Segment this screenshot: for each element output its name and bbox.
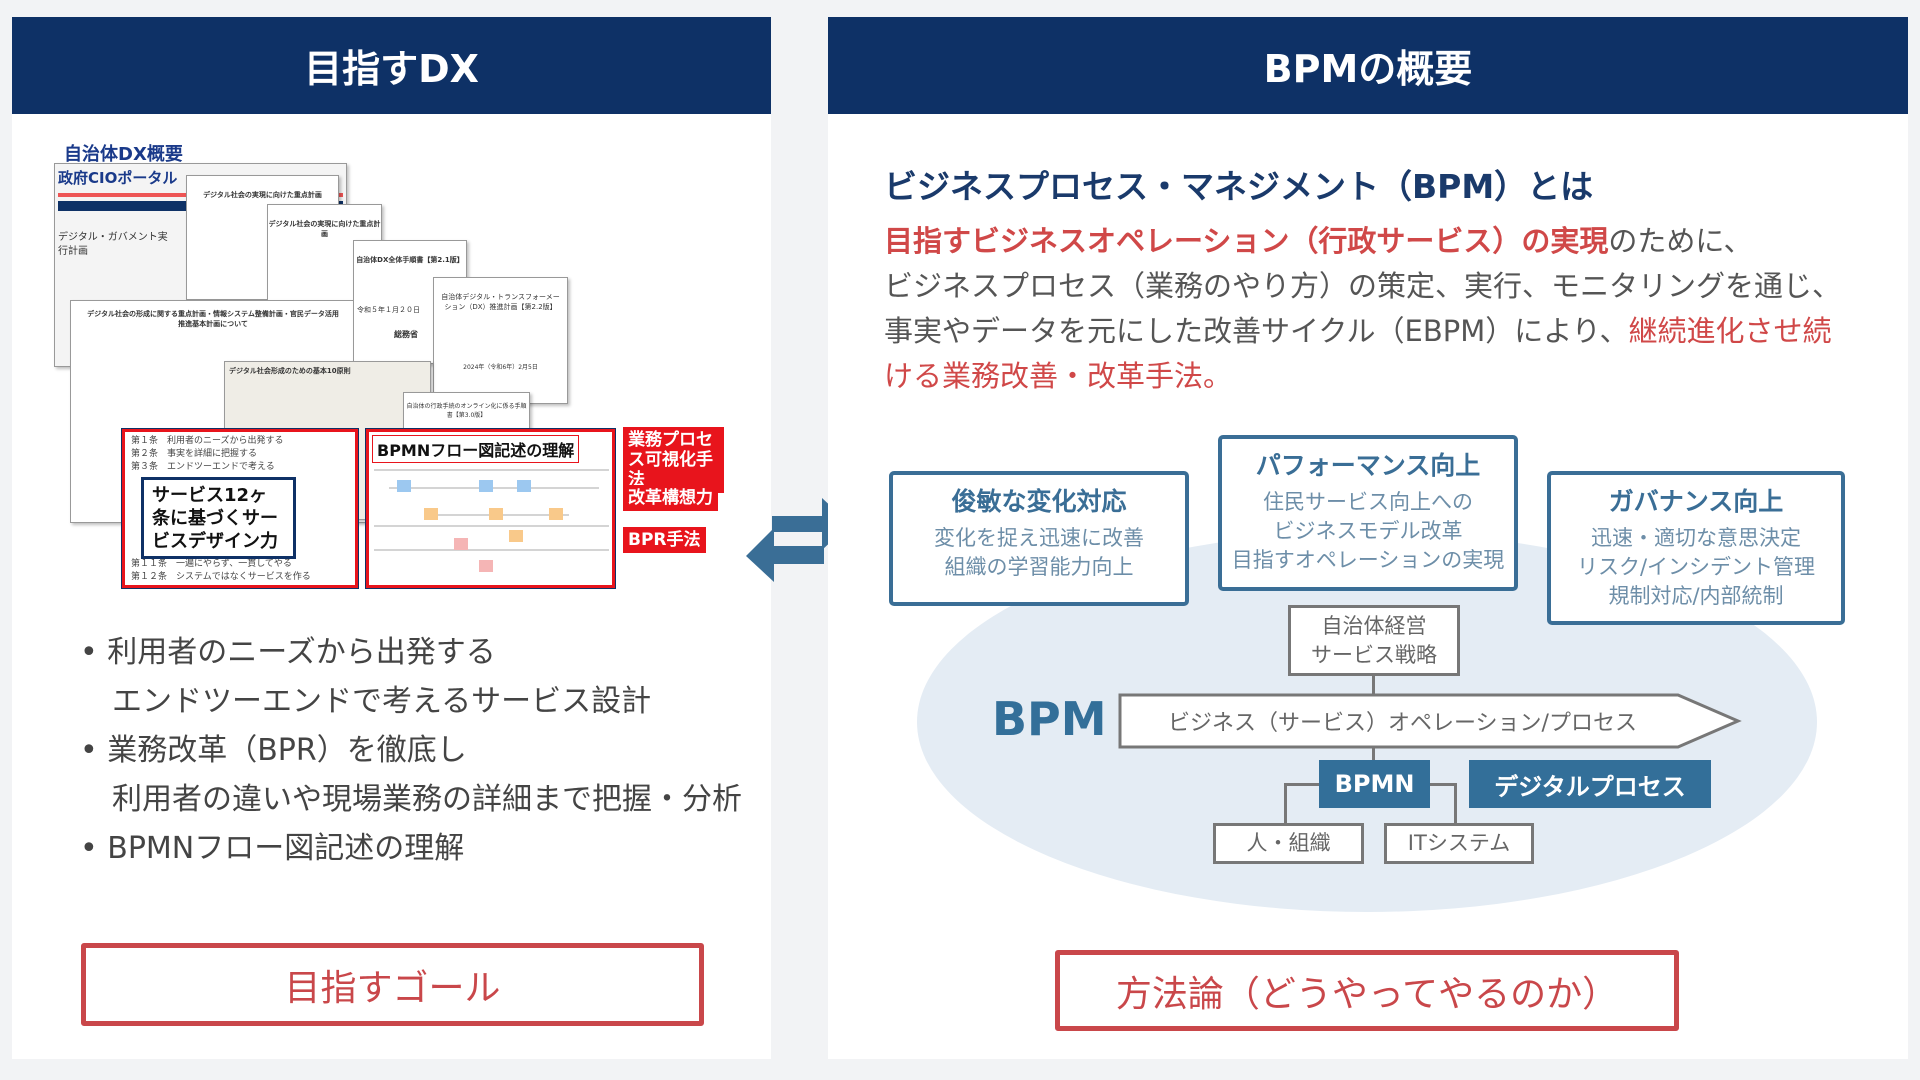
text: 事実やデータを元にした改善サイクル（EBPM）により、 — [884, 314, 1629, 348]
card-title: パフォーマンス向上 — [1255, 451, 1481, 480]
digital-process-box: デジタルプロセス — [1469, 760, 1711, 808]
collage-title: 自治体DX概要 — [64, 144, 183, 165]
connector — [1284, 783, 1324, 786]
methodology-button[interactable]: 方法論（どうやってやるのか） — [1055, 950, 1679, 1031]
label-reform-vision: 改革構想力 — [623, 485, 718, 511]
doc-title: デジタル社会の形成に関する重点計画・情報システム整備計画・官民データ活用推進基本… — [87, 310, 339, 328]
portal-page: デジタル・ガバメント実行計画 — [58, 232, 168, 257]
doc-title: 自治体の行政手続のオンライン化に係る手順書【第3.0版】 — [406, 403, 527, 419]
doc-dx-plan: 自治体デジタル・トランスフォーメーション（DX）推進計画【第2.2版】 2024年… — [433, 277, 568, 404]
bpm-desc-line: 事実やデータを元にした改善サイクル（EBPM）により、継続進化させ続 — [884, 308, 1832, 350]
bullet-item: 利用者の違いや現場業務の詳細まで把握・分析 — [112, 782, 742, 817]
card-governance: ガバナンス向上 迅速・適切な意思決定 リスク/インシデント管理 規制対応/内部統… — [1547, 471, 1845, 625]
card-line: 目指すオペレーションの実現 — [1231, 548, 1505, 572]
strategy-box: 自治体経営サービス戦略 — [1288, 605, 1460, 676]
bpm-desc-line: ビジネスプロセス（業務のやり方）の策定、実行、モニタリングを通じ、 — [884, 269, 1842, 303]
bpm-desc-line: ける業務改善・改革手法。 — [884, 359, 1233, 393]
bullet-item: • 利用者のニーズから出発する — [80, 635, 496, 670]
connector — [1284, 783, 1287, 825]
card-line: 変化を捉え迅速に改善 — [934, 526, 1144, 550]
card-title: ガバナンス向上 — [1608, 487, 1784, 516]
doc-org: 総務省 — [394, 330, 418, 339]
label-process-visualization: 業務プロセス可視化手法 — [623, 427, 724, 493]
label-bpr: BPR手法 — [623, 527, 706, 553]
bpmn-box: BPMN — [1319, 760, 1430, 808]
right-header: BPMの概要 — [828, 17, 1908, 114]
service-design-box: サービス12ヶ条に基づくサービスデザイン力 — [141, 477, 296, 559]
card-line: 住民サービス向上への — [1263, 490, 1473, 514]
bullet-item: • BPMNフロー図記述の理解 — [80, 831, 465, 866]
bpmn-diagram: BPMNフロー図記述の理解 — [365, 428, 616, 589]
doc-title: デジタル社会の実現に向けた重点計画 — [203, 191, 322, 199]
bpm-heading: ビジネスプロセス・マネジメント（BPM）とは — [884, 167, 1594, 206]
connector — [1454, 783, 1457, 825]
card-line: 規制対応/内部統制 — [1608, 584, 1784, 608]
doc-title: デジタル社会の実現に向けた重点計画 — [268, 220, 381, 238]
doc-title: デジタル社会形成のための基本10原則 — [229, 367, 351, 375]
process-arrow-shape — [1118, 693, 1742, 749]
card-line: 迅速・適切な意思決定 — [1591, 526, 1801, 550]
card-line: ビジネスモデル改革 — [1273, 519, 1463, 543]
left-header: 目指すDX — [12, 17, 771, 114]
article: 第１１条 一遍にやらず、一貫してやる — [131, 559, 292, 569]
article: 第１条 利用者のニーズから出発する — [131, 436, 284, 446]
doc-date: 2024年（令和6年）2月5日 — [463, 364, 538, 371]
article: 第３条 エンドツーエンドで考える — [131, 462, 275, 472]
highlight: 継続進化させ続 — [1628, 314, 1832, 348]
highlight: 目指すビジネスオペレーション（行政サービス）の実現 — [884, 224, 1609, 258]
article: 第１２条 システムではなくサービスを作る — [131, 572, 311, 582]
strategy-line: 自治体経営 — [1321, 613, 1427, 638]
doc-title: 自治体デジタル・トランスフォーメーション（DX）推進計画【第2.2版】 — [441, 293, 560, 311]
process-arrow-label: ビジネス（サービス）オペレーション/プロセス — [1168, 711, 1637, 736]
connector — [1426, 783, 1456, 786]
it-system-box: ITシステム — [1384, 823, 1534, 864]
bullet-item: • 業務改革（BPR）を徹底し — [80, 733, 467, 768]
card-line: 組織の学習能力向上 — [944, 555, 1134, 579]
connector — [1372, 747, 1375, 761]
card-line: リスク/インシデント管理 — [1576, 555, 1816, 579]
doc-online: 自治体の行政手続のオンライン化に係る手順書【第3.0版】 — [403, 392, 530, 429]
bpmn-flow-thumbnail — [374, 469, 609, 572]
people-org-box: 人・組織 — [1213, 823, 1364, 864]
bpm-label: BPM — [992, 692, 1107, 746]
portal-title: 政府CIOポータル — [58, 169, 178, 187]
doc-title: 自治体DX全体手順書【第2.1版】 — [356, 256, 464, 264]
strategy-line: サービス戦略 — [1311, 642, 1437, 667]
connector — [1372, 674, 1375, 696]
text: のために、 — [1608, 224, 1753, 258]
bullet-item: エンドツーエンドで考えるサービス設計 — [112, 684, 652, 719]
goal-button[interactable]: 目指すゴール — [81, 943, 704, 1026]
card-agility: 俊敏な変化対応 変化を捉え迅速に改善 組織の学習能力向上 — [889, 471, 1189, 606]
bpmn-title: BPMNフロー図記述の理解 — [372, 435, 580, 463]
card-performance: パフォーマンス向上 住民サービス向上への ビジネスモデル改革 目指すオペレーショ… — [1218, 435, 1518, 591]
doc-date: 令和５年１月２０日 — [357, 306, 420, 314]
card-title: 俊敏な変化対応 — [951, 487, 1127, 516]
bpm-desc-line: 目指すビジネスオペレーション（行政サービス）の実現のために、 — [884, 218, 1753, 260]
article: 第２条 事実を詳細に把握する — [131, 449, 258, 459]
